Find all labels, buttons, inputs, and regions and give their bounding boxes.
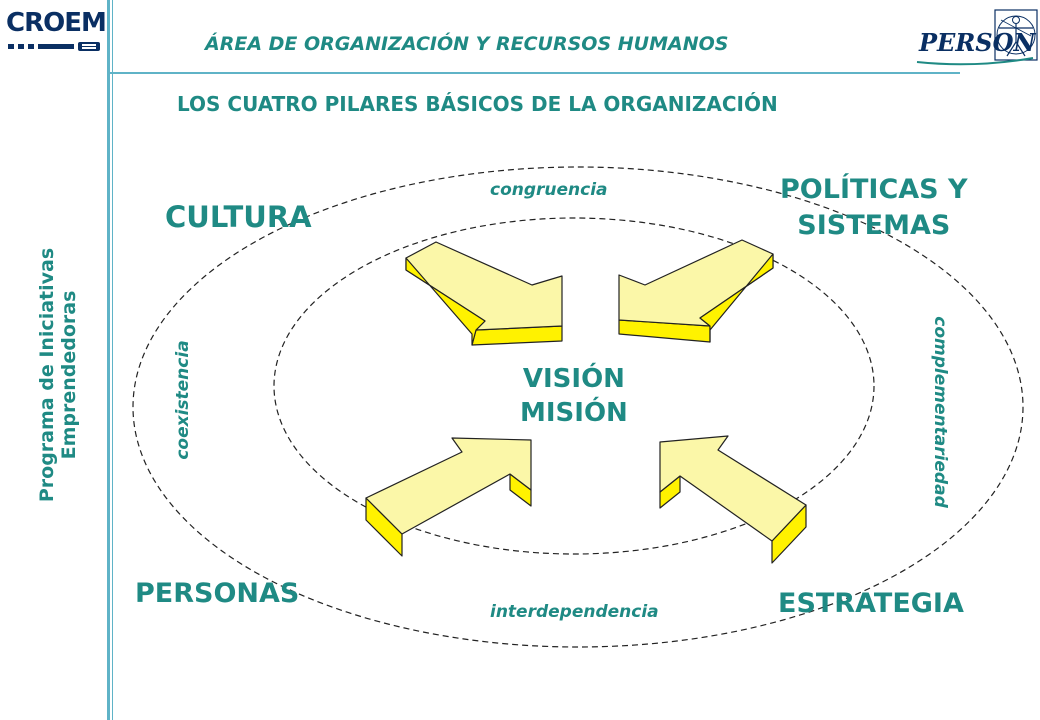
person-logo-text: PERSON	[919, 28, 1036, 57]
pillar-politicas-sistemas: POLÍTICAS Y SISTEMAS	[780, 172, 968, 244]
center-vision-mision: VISIÓN MISIÓN	[520, 362, 628, 430]
relation-interdependencia: interdependencia	[490, 602, 659, 622]
arrow-estrategia	[659, 435, 807, 564]
pillar-personas: PERSONAS	[135, 578, 300, 609]
arrow-personas	[365, 437, 532, 557]
arrow-cultura	[405, 241, 563, 346]
croem-logo-stripes	[8, 42, 100, 51]
header-title: ÁREA DE ORGANIZACIÓN Y RECURSOS HUMANOS	[205, 33, 729, 55]
center-line-1: VISIÓN	[522, 364, 625, 394]
inner-ellipse	[273, 217, 875, 555]
relation-congruencia: congruencia	[490, 180, 608, 200]
croem-logo: CROEM	[4, 8, 108, 68]
relation-coexistencia: coexistencia	[173, 340, 193, 460]
horizontal-rule	[110, 72, 960, 74]
relation-complementariedad: complementariedad	[930, 316, 950, 508]
outer-ellipse	[132, 166, 1024, 648]
vitruvian-icon	[916, 9, 1038, 66]
pillar-cultura: CULTURA	[165, 200, 312, 234]
croem-logo-text: CROEM	[6, 8, 107, 38]
diagram-title: LOS CUATRO PILARES BÁSICOS DE LA ORGANIZ…	[177, 92, 778, 116]
vertical-rule-thin	[112, 0, 113, 720]
arrow-politicas	[618, 239, 774, 343]
pillar-politicas-line-1: POLÍTICAS Y	[780, 174, 968, 205]
person-logo: PERSON	[915, 8, 1039, 68]
pillar-estrategia: ESTRATEGIA	[778, 588, 964, 619]
pillar-politicas-line-2: SISTEMAS	[797, 210, 951, 241]
vertical-rule	[107, 0, 110, 720]
center-line-2: MISIÓN	[520, 398, 628, 428]
